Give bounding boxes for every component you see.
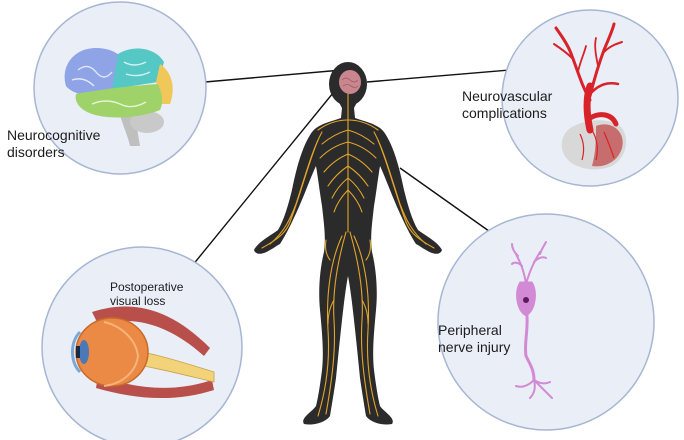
connector-brain xyxy=(204,69,343,83)
label-line: disorders xyxy=(7,143,65,160)
label-postoperative-visual-loss: Postoperative visual loss xyxy=(110,280,183,309)
coronary-vessels xyxy=(579,129,615,161)
label-line: complications xyxy=(462,104,547,121)
cornea xyxy=(71,330,82,374)
parietal-lobe xyxy=(112,48,164,90)
eye-icon xyxy=(71,306,215,399)
body-silhouette xyxy=(254,64,442,425)
connector-vascular xyxy=(366,69,511,83)
label-neurovascular-complications: Neurovascular complications xyxy=(462,88,552,122)
eye-muscle-bottom xyxy=(96,376,214,399)
pupil xyxy=(76,346,80,358)
nerve-injury-circle xyxy=(437,213,655,431)
human-body-icon xyxy=(254,62,442,425)
connector-nerve xyxy=(399,167,504,242)
label-line: Neurocognitive xyxy=(7,127,101,143)
label-line: visual loss xyxy=(110,294,166,309)
visual-loss-circle xyxy=(41,246,243,440)
nervous-system xyxy=(261,93,435,417)
dendrites xyxy=(511,241,547,285)
brain-sulci xyxy=(71,61,151,108)
head-brain-folds xyxy=(341,77,359,88)
label-line: Postoperative xyxy=(110,280,184,294)
frontal-lobe xyxy=(64,48,120,96)
heart-right xyxy=(592,124,623,167)
axon xyxy=(523,314,536,382)
label-neurocognitive-disorders: Neurocognitive disorders xyxy=(7,127,100,161)
connector-eye xyxy=(182,81,343,278)
connector-lines xyxy=(182,69,511,278)
label-line: nerve injury xyxy=(438,338,511,355)
brain-icon xyxy=(64,48,173,146)
neuron-nucleus xyxy=(523,297,529,303)
temporal-lobe xyxy=(75,84,163,118)
lens xyxy=(79,340,89,364)
axon-terminals xyxy=(515,379,553,399)
cerebellum xyxy=(130,111,164,133)
neuron-icon xyxy=(511,241,553,399)
label-peripheral-nerve-injury: Peripheral nerve injury xyxy=(438,322,510,356)
label-line: Peripheral xyxy=(438,322,502,338)
head-brain xyxy=(339,70,361,94)
heart-vessels-icon xyxy=(553,22,627,170)
eye-inner xyxy=(103,321,140,387)
nerve-injury-circle-bg xyxy=(437,213,655,431)
neurovascular-circle xyxy=(501,9,679,187)
arteries xyxy=(553,22,623,134)
label-line: Neurovascular xyxy=(462,88,553,104)
neurocognitive-circle xyxy=(33,1,207,175)
